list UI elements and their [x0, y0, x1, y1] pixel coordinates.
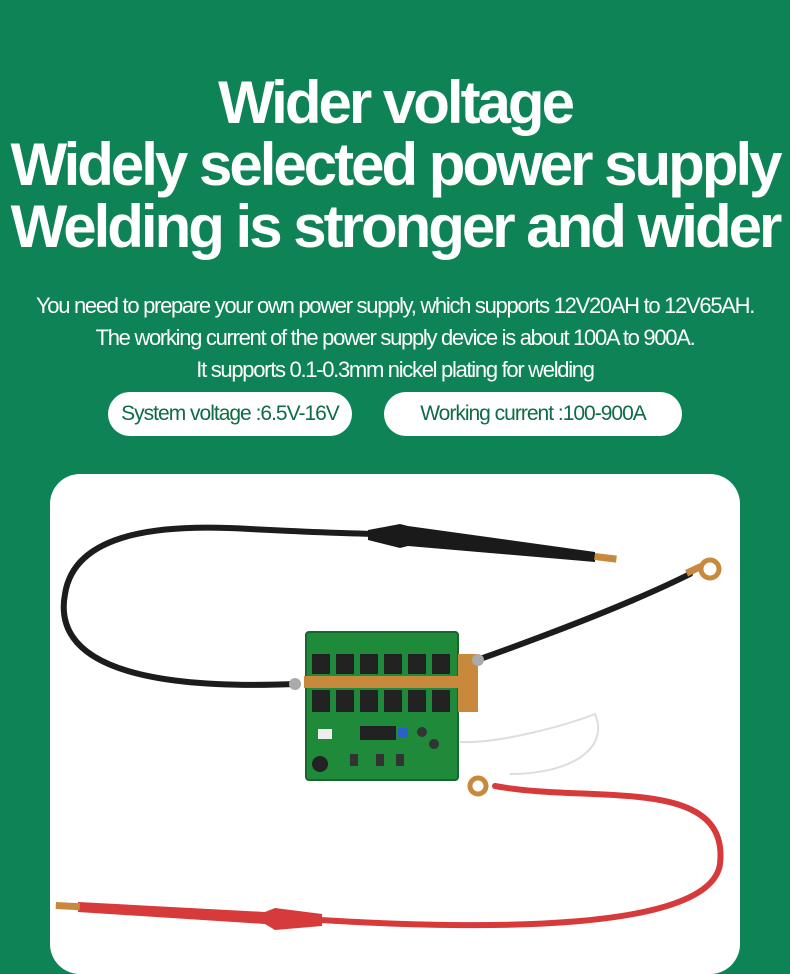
black-cable — [60, 524, 393, 688]
buzzer — [312, 756, 328, 772]
product-photo — [50, 474, 740, 974]
ring-terminal-top — [685, 557, 722, 581]
description-line-3: It supports 0.1-0.3mm nickel plating for… — [196, 357, 595, 382]
copper-side-bar — [458, 654, 478, 712]
mosfet-row-bottom — [312, 690, 450, 712]
display-module — [360, 726, 396, 740]
headline-line-2: Widely selected power supply — [10, 131, 782, 198]
headline-line-1: Wider voltage — [218, 69, 575, 136]
description: You need to prepare your own power suppl… — [0, 290, 790, 386]
red-welding-pen — [55, 902, 322, 930]
pcb-board — [289, 631, 484, 781]
headline-line-3: Welding is stronger and wider — [10, 193, 783, 260]
red-cable — [317, 783, 724, 929]
bolt-left — [289, 678, 301, 690]
system-voltage-badge: System voltage :6.5V-16V — [108, 392, 352, 436]
description-line-1: You need to prepare your own power suppl… — [35, 293, 755, 318]
copper-bus-bar — [304, 676, 474, 688]
description-line-2: The working current of the power supply … — [95, 325, 696, 350]
connector — [318, 729, 332, 739]
ring-terminal-bottom — [467, 775, 489, 797]
working-current-badge: Working current :100-900A — [384, 392, 682, 436]
headline: Wider voltage Widely selected power supp… — [0, 72, 790, 258]
mosfet-row-top — [312, 654, 450, 674]
black-welding-pen — [368, 524, 617, 563]
black-cable-right — [477, 571, 693, 662]
spot-welder-illustration — [55, 524, 724, 930]
potentiometer — [398, 728, 408, 738]
signal-wire — [459, 712, 600, 775]
bolt-right — [472, 654, 484, 666]
